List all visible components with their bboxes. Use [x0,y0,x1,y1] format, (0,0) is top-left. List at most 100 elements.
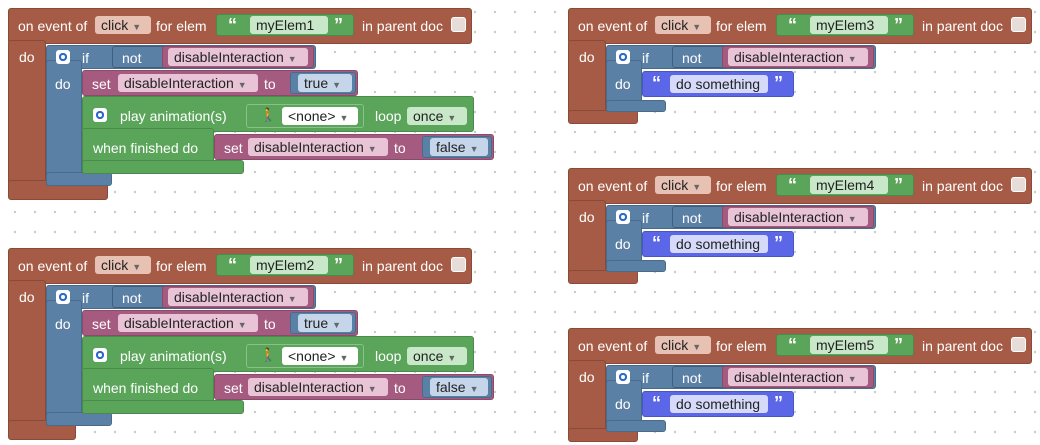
to-label: to [264,76,276,92]
gear-icon[interactable] [93,348,107,362]
var-dropdown[interactable]: disableInteraction▼ [728,368,868,386]
event-dropdown[interactable]: click▼ [655,16,711,34]
event-dropdown[interactable]: click▼ [95,256,151,274]
dropdown-arrow-icon: ▼ [237,320,247,330]
animation-dropdown[interactable]: <none>▼ [282,347,358,365]
loop-dropdown[interactable]: once▼ [407,107,467,125]
to-label: to [264,316,276,332]
loop-label: loop [375,348,402,364]
close-quote-icon: ” [894,15,903,35]
var-value: disableInteraction [734,49,844,65]
do-label: do [615,236,631,252]
var-dropdown[interactable]: disableInteraction▼ [728,208,868,226]
var-dropdown[interactable]: disableInteraction▼ [248,378,388,396]
event-value: click [661,17,689,33]
do-label: do [615,76,631,92]
if-label: if [82,290,89,306]
dropdown-arrow-icon: ▼ [287,54,297,64]
do-label: do [19,289,35,305]
gear-icon[interactable] [616,50,630,64]
open-quote-icon: “ [652,393,661,413]
elem-name-field[interactable]: myElem4 [810,176,888,194]
false-dropdown[interactable]: false▼ [430,138,488,156]
parent-doc-checkbox[interactable] [1011,337,1026,352]
in-parent-doc-label: in parent doc [362,18,443,34]
var-dropdown[interactable]: disableInteraction▼ [248,138,388,156]
on-event-label: on event of [18,258,88,274]
elem-name-field[interactable]: myElem2 [250,256,328,274]
not-label: not [122,50,142,66]
parent-doc-checkbox[interactable] [451,257,466,272]
close-quote-icon: ” [774,73,783,93]
for-elem-label: for elem [716,178,767,194]
text-field[interactable]: do something [670,235,768,253]
elem-name-field[interactable]: myElem3 [810,16,888,34]
true-dropdown[interactable]: true▼ [298,314,352,332]
event-dropdown[interactable]: click▼ [95,16,151,34]
dropdown-arrow-icon: ▼ [847,374,857,384]
var-value: disableInteraction [254,379,364,395]
var-value: disableInteraction [254,139,364,155]
dropdown-arrow-icon: ▼ [367,144,377,154]
parent-doc-checkbox[interactable] [1011,177,1026,192]
var-value: disableInteraction [174,289,284,305]
parent-doc-checkbox[interactable] [1011,17,1026,32]
true-value: true [304,75,329,91]
do-label: do [19,49,35,65]
if-label: if [82,50,89,66]
for-elem-label: for elem [716,338,767,354]
when-finished-label: when finished do [93,380,199,396]
do-label: do [615,396,631,412]
gear-icon[interactable] [93,108,107,122]
text-field[interactable]: do something [670,75,768,93]
walking-person-icon: 🚶 [260,347,277,362]
gear-icon[interactable] [616,210,630,224]
var-dropdown[interactable]: disableInteraction▼ [118,74,258,92]
on-event-label: on event of [18,18,88,34]
gear-icon[interactable] [56,290,70,304]
to-label: to [394,380,406,396]
false-dropdown[interactable]: false▼ [430,378,488,396]
do-label: do [55,76,71,92]
gear-icon[interactable] [616,370,630,384]
event-dropdown[interactable]: click▼ [655,336,711,354]
var-dropdown[interactable]: disableInteraction▼ [168,288,308,306]
dropdown-arrow-icon: ▼ [469,144,479,154]
elem-name-field[interactable]: myElem5 [810,336,888,354]
loop-dropdown[interactable]: once▼ [407,347,467,365]
open-quote-icon: “ [788,335,797,355]
anim-value: <none> [288,108,336,124]
close-quote-icon: ” [774,393,783,413]
var-value: disableInteraction [174,49,284,65]
dropdown-arrow-icon: ▼ [847,54,857,64]
close-quote-icon: ” [894,335,903,355]
true-value: true [304,315,329,331]
dropdown-arrow-icon: ▼ [692,22,702,32]
not-label: not [682,50,702,66]
true-dropdown[interactable]: true▼ [298,74,352,92]
open-quote-icon: “ [652,233,661,253]
dropdown-arrow-icon: ▼ [447,353,457,363]
elem-name-field[interactable]: myElem1 [250,16,328,34]
event-dropdown[interactable]: click▼ [655,176,711,194]
event-value: click [661,337,689,353]
anim-value: <none> [288,348,336,364]
var-dropdown[interactable]: disableInteraction▼ [728,48,868,66]
text-field[interactable]: do something [670,395,768,413]
close-quote-icon: ” [334,15,343,35]
parent-doc-checkbox[interactable] [451,17,466,32]
var-dropdown[interactable]: disableInteraction▼ [168,48,308,66]
do-label: do [579,209,595,225]
close-quote-icon: ” [334,255,343,275]
var-dropdown[interactable]: disableInteraction▼ [118,314,258,332]
dropdown-arrow-icon: ▼ [237,80,247,90]
animation-dropdown[interactable]: <none>▼ [282,107,358,125]
not-label: not [682,210,702,226]
if-label: if [642,210,649,226]
in-parent-doc-label: in parent doc [362,258,443,274]
for-elem-label: for elem [716,18,767,34]
gear-icon[interactable] [56,50,70,64]
dropdown-arrow-icon: ▼ [367,384,377,394]
set-label: set [224,140,243,156]
